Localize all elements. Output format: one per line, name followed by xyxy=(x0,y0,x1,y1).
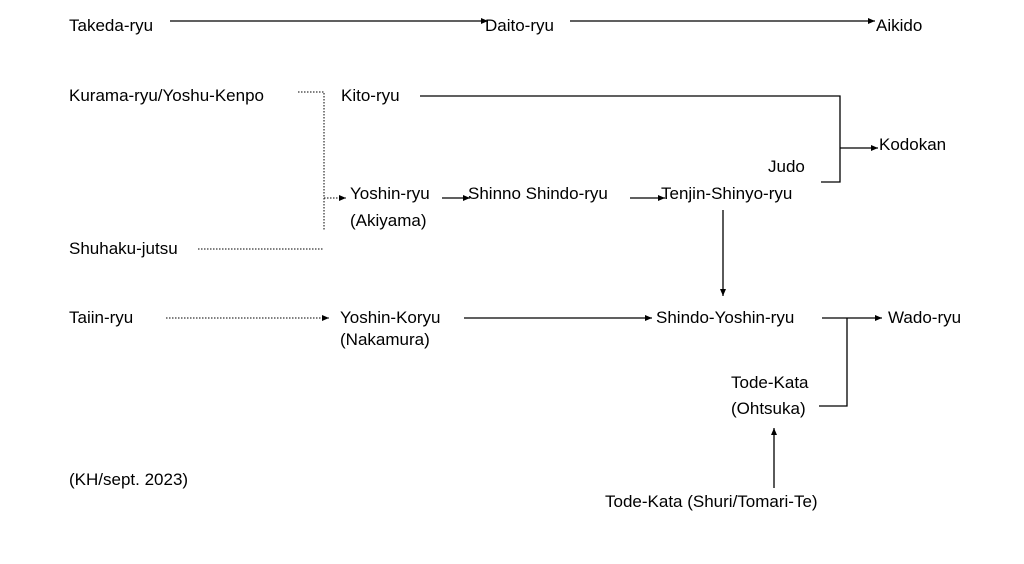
node-tode-kata-shuri-tomari: Tode-Kata (Shuri/Tomari-Te) xyxy=(605,492,818,511)
node-tenjin-shinyo-ryu: Tenjin-Shinyo-ryu xyxy=(661,184,793,203)
edge-kurama-yoshin-dotted xyxy=(298,91,325,230)
edge-ohtsuka-bracket xyxy=(819,318,848,407)
node-tode-kata: Tode-Kata xyxy=(731,373,809,392)
credit-note: (KH/sept. 2023) xyxy=(69,470,189,489)
node-daito-ryu: Daito-ryu xyxy=(485,16,554,35)
node-kodokan: Kodokan xyxy=(879,135,947,154)
node-nakamura: (Nakamura) xyxy=(340,330,430,349)
node-wado-ryu: Wado-ryu xyxy=(888,308,962,327)
node-aikido: Aikido xyxy=(876,16,923,35)
node-yoshin-ryu: Yoshin-ryu xyxy=(350,184,430,203)
node-shinno-shindo-ryu: Shinno Shindo-ryu xyxy=(468,184,608,203)
node-judo: Judo xyxy=(768,157,805,176)
node-shuhaku-jutsu: Shuhaku-jutsu xyxy=(69,239,178,258)
node-taiin-ryu: Taiin-ryu xyxy=(69,308,134,327)
node-kurama-ryu: Kurama-ryu/Yoshu-Kenpo xyxy=(69,86,264,105)
node-shindo-yoshin-ryu: Shindo-Yoshin-ryu xyxy=(656,308,795,327)
node-yoshin-koryu: Yoshin-Koryu xyxy=(340,308,441,327)
node-kito-ryu: Kito-ryu xyxy=(341,86,400,105)
node-takeda-ryu: Takeda-ryu xyxy=(69,16,154,35)
edge-kito-bracket xyxy=(420,95,841,183)
node-ohtsuka: (Ohtsuka) xyxy=(731,399,806,418)
node-akiyama: (Akiyama) xyxy=(350,211,427,230)
